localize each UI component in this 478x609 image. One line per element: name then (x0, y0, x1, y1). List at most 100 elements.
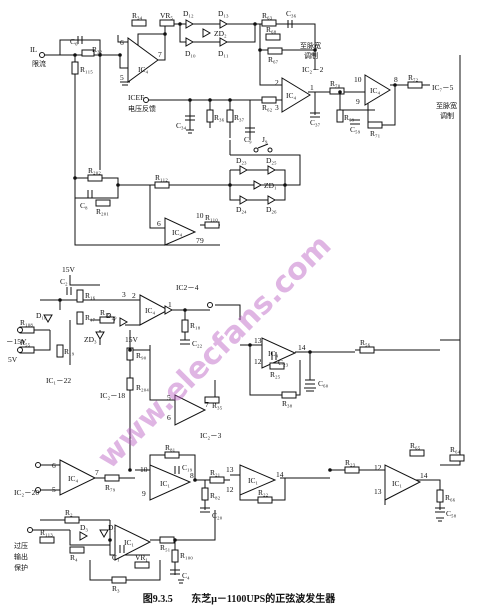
opamp-ic4-sine (139, 294, 170, 326)
ref-r38: R₃₈ (282, 399, 293, 408)
ref-c1: C₁ (112, 553, 120, 562)
capacitor-c34 (185, 115, 195, 121)
pin-number: 3 (122, 290, 126, 299)
ref-r35: R₃₅ (212, 401, 223, 410)
resistor-r25 (269, 362, 285, 370)
capacitor-c59 (350, 119, 360, 125)
capacitor-c6 (77, 36, 83, 44)
label-5v: 5V (8, 355, 18, 364)
ref-d23: D₂₃ (236, 156, 247, 165)
ref-r34: R₃₄ (132, 11, 143, 20)
ref-r115: R₁₁₅ (80, 65, 93, 74)
resistor-r63 (261, 19, 277, 27)
pin-number: 8 (394, 75, 398, 84)
ref-r17: R₁₇ (85, 313, 96, 322)
diode-d25 (267, 165, 277, 175)
resistor-r32 (81, 49, 95, 57)
pin-number: 2 (275, 78, 279, 87)
resistor-vr1 (134, 561, 150, 569)
ref-r71: R₇₁ (370, 129, 381, 138)
resistor-r66 (436, 489, 444, 503)
ref-r68: R₆₈ (266, 25, 277, 34)
ref-c58: C₅₈ (446, 509, 457, 518)
resistor-r36 (206, 109, 214, 123)
opamp-ic4-top (127, 37, 159, 83)
capacitor-c2 (66, 287, 72, 295)
diodes (43, 19, 277, 541)
ref-c6: C₆ (70, 37, 78, 46)
pin-number: 7 (196, 236, 200, 245)
label-output: 输出 (14, 552, 28, 561)
opamp-ic2-out (261, 337, 297, 369)
ref-r21: R₂₁ (210, 468, 221, 477)
resistor-r34 (131, 19, 147, 27)
ref-r18: R₁₈ (190, 321, 201, 330)
resistor-r35 (204, 396, 220, 404)
capacitor-c19 (174, 466, 180, 474)
resistor-r82 (201, 487, 209, 501)
diode-zd3 (95, 331, 105, 341)
ref-r69: R₆₉ (344, 113, 355, 122)
pin-number: 5 (167, 393, 171, 402)
resistor-r23 (344, 466, 360, 474)
capacitor-c22 (180, 339, 190, 345)
resistor-r17 (76, 311, 84, 325)
ref-r63: R₆₃ (262, 11, 273, 20)
ref-ic2-out: IC₄ (268, 349, 279, 358)
ref-r204: R₂₀₄ (136, 383, 149, 392)
ref-d13: D₁₃ (218, 9, 229, 18)
ref-r62: R₆₂ (262, 103, 273, 112)
capacitor-c37 (310, 112, 320, 118)
terminals (17, 52, 213, 533)
diode-d24 (239, 195, 249, 205)
capacitor-c8 (87, 190, 93, 198)
label-ic2-20: IC₂－20 (14, 488, 39, 497)
ref-d1: D₁ (108, 523, 116, 532)
ref-r15: R₁₅ (100, 308, 111, 317)
pin-number: 10 (196, 211, 204, 220)
resistor-r37 (226, 109, 234, 123)
pin-number: 14 (276, 470, 284, 479)
ref-r202: R₂₀₂ (88, 166, 101, 175)
resistor-r113 (39, 536, 55, 544)
ref-r72: R₇₂ (408, 73, 419, 82)
resistor-r90 (126, 347, 134, 361)
ref-c19: C₁₉ (182, 463, 193, 472)
ref-vr5: VR₅ (160, 11, 173, 20)
ref-r4: R₄ (70, 553, 78, 562)
resistor-r15 (99, 316, 115, 324)
label-to-pwm-1b: 调制 (304, 51, 318, 60)
ref-r2: R₂ (65, 508, 73, 517)
opamp-ic4-right (364, 74, 391, 106)
ref-ic4-top: IC₄ (138, 65, 149, 74)
component-designators: C₆ R₃₂ R₁₁₅ R₃₄ VR₅ D₁₂ D₁₃ ZD₂ D₁₀ D₁₁ … (20, 9, 461, 593)
ref-r25: R₂₅ (270, 370, 281, 379)
resistor-r4 (69, 546, 85, 554)
ref-r3: R₃ (112, 584, 120, 593)
capacitor-c58 (435, 507, 445, 513)
resistor-r2 (64, 516, 80, 524)
diode-d23 (239, 165, 249, 175)
pin-number: 5 (52, 485, 56, 494)
pin-number: 13 (374, 487, 382, 496)
resistor-r62 (261, 96, 277, 104)
resistor-r202 (87, 174, 103, 182)
resistor-r100 (171, 549, 179, 563)
pin-number: 7 (95, 468, 99, 477)
pin-number: 13 (254, 336, 262, 345)
annotation-labels: IL 限流 ICEF 电压反馈 至脉宽 调制 IC₂－2 至脉宽 调制 IC₇－… (6, 41, 457, 572)
ref-r23: R₂₃ (345, 458, 356, 467)
ref-r19: R₁₉ (64, 347, 75, 356)
resistor-r68 (265, 33, 281, 41)
opamp-ic1-c (384, 464, 422, 501)
resistor-r110 (204, 221, 220, 229)
ref-r55: R₅₅ (20, 338, 31, 347)
capacitor-c9 (245, 127, 255, 133)
label-to-pwm-2b: 调制 (440, 111, 454, 120)
resistor-r21 (209, 476, 225, 484)
ref-vr1: VR₁ (135, 553, 148, 562)
ref-r108: R₁₀₈ (20, 318, 33, 327)
diode-d12 (185, 19, 195, 29)
ref-d26: D₂₆ (266, 205, 277, 214)
figure-caption: 图9.3.5 东芝μ－1100UPS的正弦波发生器 (0, 590, 478, 605)
